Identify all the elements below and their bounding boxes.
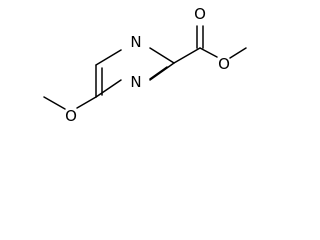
ring-n-top-label: N — [130, 33, 141, 51]
carbonyl-oxygen-label: O — [194, 5, 206, 23]
bond-c2-n3-outer — [149, 62, 175, 81]
ring-n-bottom-label: N — [130, 73, 141, 91]
bond-carbonyl-c-ester-o — [199, 47, 218, 58]
bond-n1-c2 — [149, 47, 175, 64]
bond-c2-carbonyl-c — [173, 47, 201, 64]
bond-methoxy-o-methyl — [43, 96, 66, 110]
methoxy-group — [43, 96, 97, 110]
bond-c6-n1 — [95, 49, 122, 66]
ester-oxygen-label: O — [218, 55, 230, 73]
methyl-ester-group — [173, 25, 247, 64]
bond-c2-n3-inner — [149, 66, 168, 80]
chemical-structure: N N O O O — [43, 5, 247, 125]
methoxy-oxygen-label: O — [65, 107, 77, 125]
bond-n3-c4 — [95, 79, 122, 98]
bond-ring-methoxy-o — [76, 96, 97, 109]
pyrimidine-ring — [95, 47, 175, 98]
bond-ester-o-methyl — [229, 47, 247, 59]
